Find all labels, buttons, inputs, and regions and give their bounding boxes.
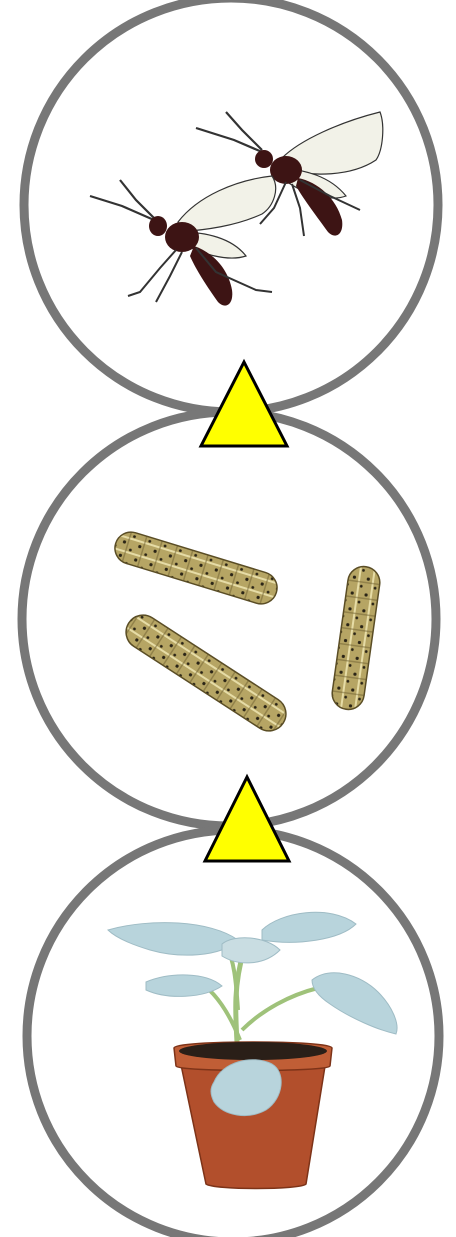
herbivore-level xyxy=(22,412,436,826)
plant-level xyxy=(27,830,439,1237)
parasitoid-level xyxy=(24,0,438,412)
